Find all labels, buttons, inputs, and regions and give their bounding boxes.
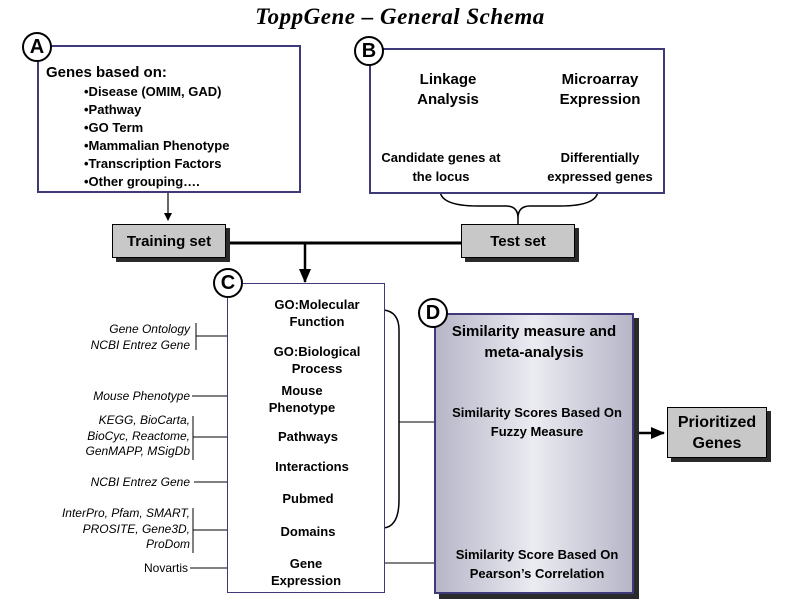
box-a-heading: Genes based on: <box>46 64 167 81</box>
linkage-analysis-label: Linkage Analysis <box>417 71 479 108</box>
pearson-correlation-label: Similarity Score Based On Pearson’s Corr… <box>455 547 619 581</box>
feature-go-molecular-function: GO:Molecular Function <box>274 297 360 329</box>
list-item: •Other grouping…. <box>84 174 200 189</box>
feature-mouse-phenotype: Mouse Phenotype <box>268 383 336 415</box>
prioritized-genes-box: Prioritized Genes <box>667 407 767 458</box>
source-gene-ontology: Gene Ontology <box>109 322 190 336</box>
test-set-box: Test set <box>461 224 575 258</box>
source-pathway-databases: KEGG, BioCarta, BioCyc, Reactome, GenMAP… <box>85 413 191 458</box>
list-item: •Transcription Factors <box>84 156 222 171</box>
list-item: •GO Term <box>84 120 144 135</box>
feature-go-biological-process: GO:Biological Process <box>273 344 361 376</box>
page-title: ToppGene – General Schema <box>255 4 545 29</box>
source-ncbi-entrez-gene: NCBI Entrez Gene <box>90 338 190 352</box>
label-b: B <box>354 36 384 66</box>
list-item: •Pathway <box>84 102 142 117</box>
box-c-features <box>227 283 385 593</box>
box-a-list: •Disease (OMIM, GAD) •Pathway •GO Term •… <box>84 83 229 191</box>
list-item: •Disease (OMIM, GAD) <box>84 84 222 99</box>
box-b-test-sources: Linkage Analysis Candidate genes at the … <box>369 48 665 194</box>
source-domain-databases: InterPro, Pfam, SMART, PROSITE, Gene3D, … <box>61 506 190 551</box>
training-set-box: Training set <box>112 224 226 258</box>
box-d-heading: Similarity measure and meta-analysis <box>451 323 617 361</box>
differentially-expressed-label: Differentially expressed genes <box>547 150 653 184</box>
label-d: D <box>418 298 448 328</box>
box-d-similarity: Similarity measure and meta-analysis Sim… <box>434 313 634 594</box>
feature-pubmed: Pubmed <box>282 491 334 506</box>
feature-domains: Domains <box>280 524 336 539</box>
label-c: C <box>213 268 243 298</box>
feature-gene-expression: Gene Expression <box>270 556 342 588</box>
box-a-gene-groups: Genes based on: •Disease (OMIM, GAD) •Pa… <box>37 45 301 193</box>
label-a: A <box>22 32 52 62</box>
source-novartis: Novartis <box>143 561 188 575</box>
fuzzy-measure-label: Similarity Scores Based On Fuzzy Measure <box>452 405 622 439</box>
list-item: •Mammalian Phenotype <box>84 138 230 153</box>
source-ncbi-entrez-gene-2: NCBI Entrez Gene <box>90 475 190 489</box>
candidate-genes-label: Candidate genes at the locus <box>381 150 501 184</box>
feature-interactions: Interactions <box>275 459 349 474</box>
microarray-expression-label: Microarray Expression <box>559 71 641 108</box>
feature-pathways: Pathways <box>278 429 338 444</box>
source-mouse-phenotype: Mouse Phenotype <box>93 389 190 403</box>
